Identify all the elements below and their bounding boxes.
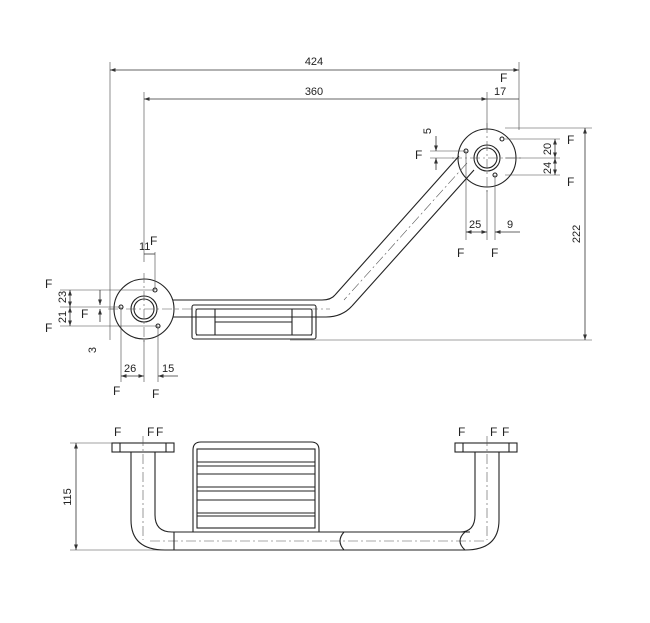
right-flange	[452, 123, 522, 193]
front-right-flange	[454, 436, 518, 551]
front-bottom-bar	[150, 531, 485, 551]
f-label-right-5: F	[415, 148, 422, 162]
dim-9-label: 9	[507, 219, 513, 231]
dim-23-label: 23	[57, 291, 69, 303]
f-label-front-right-2: F	[490, 425, 497, 439]
f-label-front-right-3: F	[502, 425, 509, 439]
dim-222-label: 222	[571, 225, 583, 243]
soap-basket-front	[192, 441, 320, 533]
left-flange	[108, 273, 180, 345]
dim-21-label: 21	[57, 311, 69, 323]
f-label-right-25: F	[457, 246, 464, 260]
dim-24-label: 24	[542, 162, 554, 174]
dim-20-label: 20	[542, 143, 554, 155]
f-label-right-top: F	[500, 71, 507, 85]
f-label-front-left-2: F	[147, 425, 154, 439]
f-label-left-15: F	[152, 387, 159, 401]
f-label-right-20: F	[567, 133, 574, 147]
front-view: 115	[62, 425, 518, 551]
top-view: 424 360 17 F 222 20 24 F F	[45, 56, 592, 401]
f-label-left-21: F	[45, 321, 52, 335]
dim-3-label: 3	[87, 347, 99, 353]
f-label-left-top: F	[150, 234, 157, 248]
dim-26-label: 26	[124, 363, 136, 375]
dim-424-label: 424	[305, 56, 323, 68]
dim-17-label: 17	[494, 86, 506, 98]
f-label-front-right-1: F	[458, 425, 465, 439]
dim-5-label: 5	[422, 128, 434, 134]
dim-15-label: 15	[162, 363, 174, 375]
soap-basket-top	[191, 304, 317, 340]
dim-11-label: 11	[139, 241, 150, 253]
grab-bar-diagonal	[321, 155, 475, 318]
dim-360-label: 360	[305, 86, 323, 98]
f-label-left-inner: F	[81, 307, 88, 321]
dim-25-label: 25	[469, 219, 481, 231]
f-label-left-26: F	[113, 384, 120, 398]
dim-115-label: 115	[62, 488, 74, 506]
f-label-left-23: F	[45, 277, 52, 291]
front-left-flange	[111, 436, 175, 551]
f-label-right-9: F	[491, 246, 498, 260]
f-label-front-left-3: F	[156, 425, 163, 439]
f-label-front-left-1: F	[114, 425, 121, 439]
f-label-right-24: F	[567, 175, 574, 189]
